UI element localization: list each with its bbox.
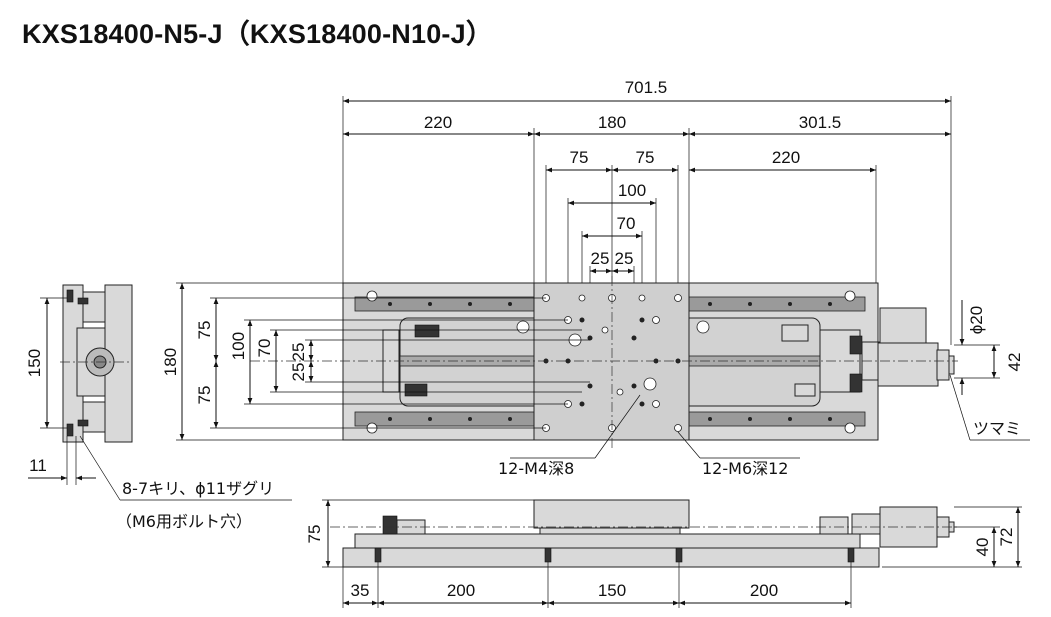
hole-callouts: 12-M4深8 12-M6深12 bbox=[498, 394, 800, 478]
dim-total: 701.5 bbox=[625, 78, 668, 97]
left-vertical-dimensions: 180 75 75 100 70 25 25 bbox=[161, 282, 590, 441]
dim-phi20: ϕ20 bbox=[967, 306, 986, 334]
dim-v25a: 25 bbox=[289, 343, 308, 362]
mount-holes-callout: 8-7キリ、ϕ11ザグリ bbox=[122, 479, 274, 498]
dim-right: 301.5 bbox=[799, 113, 842, 132]
side-view: 150 11 8-7キリ、ϕ11ザグリ （M6用ボルト穴） bbox=[25, 284, 292, 531]
top-dimensions: 701.5 220 180 301.5 75 75 220 100 70 25 … bbox=[342, 78, 952, 345]
dim-p25a: 25 bbox=[591, 249, 610, 268]
dim-p75b: 75 bbox=[636, 148, 655, 167]
dim-b200a: 200 bbox=[447, 581, 475, 600]
mount-holes-note: （M6用ボルト穴） bbox=[116, 512, 252, 531]
knob-label: ツマミ bbox=[973, 419, 1021, 438]
dim-v70: 70 bbox=[255, 339, 274, 358]
dim-b200b: 200 bbox=[750, 581, 778, 600]
dim-middle: 180 bbox=[598, 113, 626, 132]
dim-p70: 70 bbox=[617, 214, 636, 233]
dim-p100: 100 bbox=[618, 181, 646, 200]
m6-callout: 12-M6深12 bbox=[702, 459, 788, 478]
dim-h42: 42 bbox=[1005, 353, 1024, 372]
dim-b35: 35 bbox=[351, 581, 370, 600]
dim-v100: 100 bbox=[229, 332, 248, 360]
dim-v75b: 75 bbox=[195, 386, 214, 405]
m4-callout: 12-M4深8 bbox=[498, 459, 574, 478]
top-view-stage bbox=[250, 276, 958, 448]
front-view: 75 40 72 35 200 150 200 bbox=[305, 499, 1022, 608]
dim-side11: 11 bbox=[29, 456, 47, 475]
dim-side150: 150 bbox=[25, 349, 44, 377]
dim-fv40: 40 bbox=[973, 538, 992, 557]
dim-v75a: 75 bbox=[195, 321, 214, 340]
dim-right-inner: 220 bbox=[772, 148, 800, 167]
dim-v180: 180 bbox=[161, 348, 180, 376]
dim-left: 220 bbox=[424, 113, 452, 132]
dim-b150: 150 bbox=[598, 581, 626, 600]
drawing-title: KXS18400-N5-J（KXS18400-N10-J） bbox=[22, 19, 494, 49]
dim-fv75: 75 bbox=[305, 525, 324, 544]
dim-p25b: 25 bbox=[615, 249, 634, 268]
dim-v25b: 25 bbox=[289, 363, 308, 382]
dim-fv72: 72 bbox=[997, 528, 1016, 547]
right-dimensions: ϕ20 42 ツマミ bbox=[949, 300, 1030, 441]
dim-p75a: 75 bbox=[570, 148, 589, 167]
